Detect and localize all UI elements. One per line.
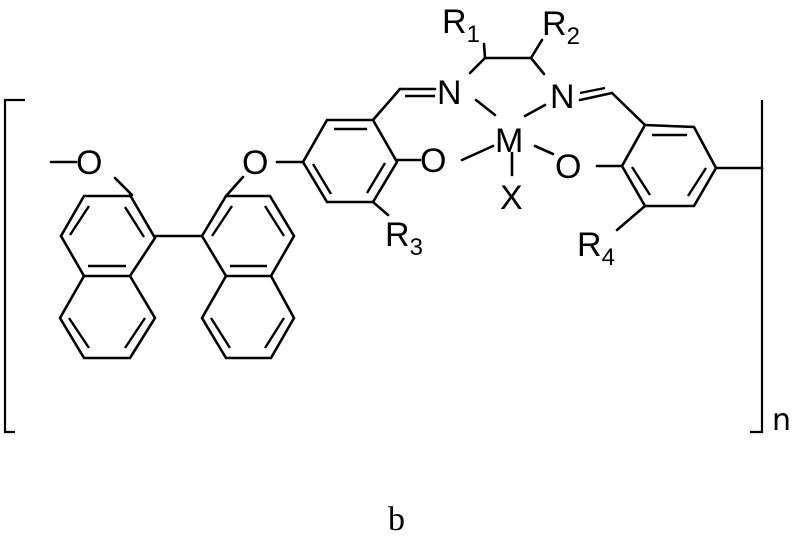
naphthalene-right <box>200 194 296 360</box>
naphthalene-left <box>58 193 157 360</box>
ligand-x: X <box>500 179 523 217</box>
metal-atom: M <box>495 122 523 160</box>
oxygen-2: O <box>242 144 268 182</box>
nitrogen-1: N <box>437 74 462 112</box>
aryl-ring-left <box>301 118 399 204</box>
oxygen-4: O <box>555 148 581 186</box>
nitrogen-2: N <box>550 78 575 116</box>
oxygen-1: O <box>76 144 102 182</box>
substituent-r3: R3 <box>385 216 423 261</box>
repeat-unit-subscript: n <box>772 403 791 438</box>
right-bracket <box>750 100 764 434</box>
left-bracket <box>3 98 25 434</box>
figure-caption: b <box>388 501 405 538</box>
oxygen-3: O <box>420 142 446 180</box>
substituent-r1: R1 <box>442 3 480 48</box>
substituent-r2: R2 <box>542 5 580 50</box>
aryl-ring-right <box>620 123 718 208</box>
substituent-r4: R4 <box>577 226 615 271</box>
